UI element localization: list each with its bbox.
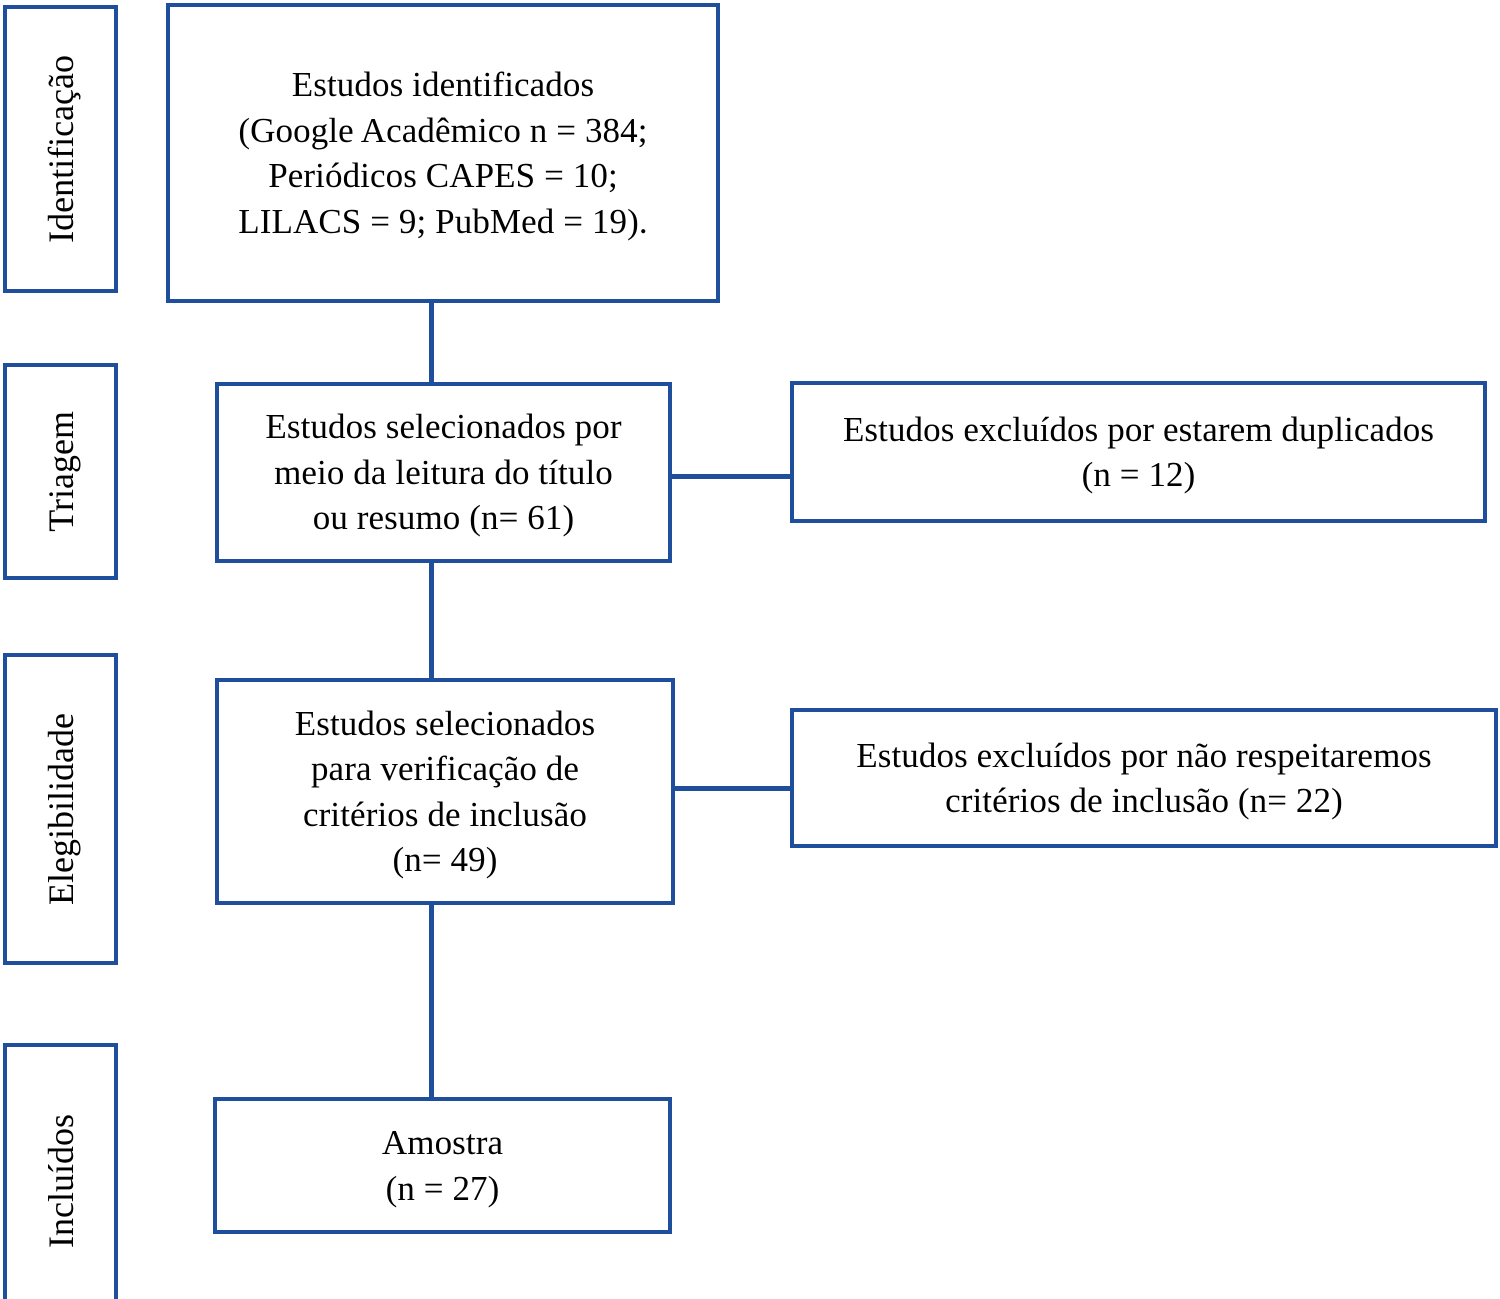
connector-screened-to-duplicates [668, 474, 794, 479]
stage-label-elegibilidade-text: Elegibilidade [40, 713, 81, 905]
stage-label-elegibilidade: Elegibilidade [3, 653, 118, 965]
box-criteria-excluded[interactable]: Estudos excluídos por não respeitaremos … [790, 708, 1498, 848]
stage-label-incluidos: Incluídos [3, 1043, 118, 1299]
stage-label-incluidos-text: Incluídos [40, 1113, 81, 1248]
box-studies-screened[interactable]: Estudos selecionados por meio da leitura… [215, 382, 672, 563]
box-criteria-excluded-text: Estudos excluídos por não respeitaremos … [856, 735, 1432, 821]
connector-eligibility-to-criteria [671, 786, 794, 791]
box-included-sample[interactable]: Amostra (n = 27) [213, 1097, 672, 1234]
box-duplicates-excluded-text: Estudos excluídos por estarem duplicados… [842, 409, 1435, 495]
box-included-sample-text: Amostra (n = 27) [381, 1123, 504, 1208]
connector-identified-to-screened [429, 300, 434, 386]
box-studies-identified-text: Estudos identificados (Google Acadêmico … [238, 65, 648, 241]
box-duplicates-excluded[interactable]: Estudos excluídos por estarem duplicados… [790, 381, 1487, 523]
stage-label-identificacao-text: Identificação [40, 55, 81, 243]
stage-label-identificacao: Identificação [3, 5, 118, 293]
box-studies-identified[interactable]: Estudos identificados (Google Acadêmico … [166, 3, 720, 303]
box-studies-screened-text: Estudos selecionados por meio da leitura… [265, 407, 622, 538]
connector-screened-to-eligibility [429, 560, 434, 682]
box-eligibility-assessed[interactable]: Estudos selecionados para verificação de… [215, 678, 675, 905]
box-eligibility-assessed-text: Estudos selecionados para verificação de… [294, 703, 596, 880]
connector-eligibility-to-sample [429, 902, 434, 1100]
stage-label-triagem-text: Triagem [40, 411, 81, 532]
stage-label-triagem: Triagem [3, 363, 118, 580]
